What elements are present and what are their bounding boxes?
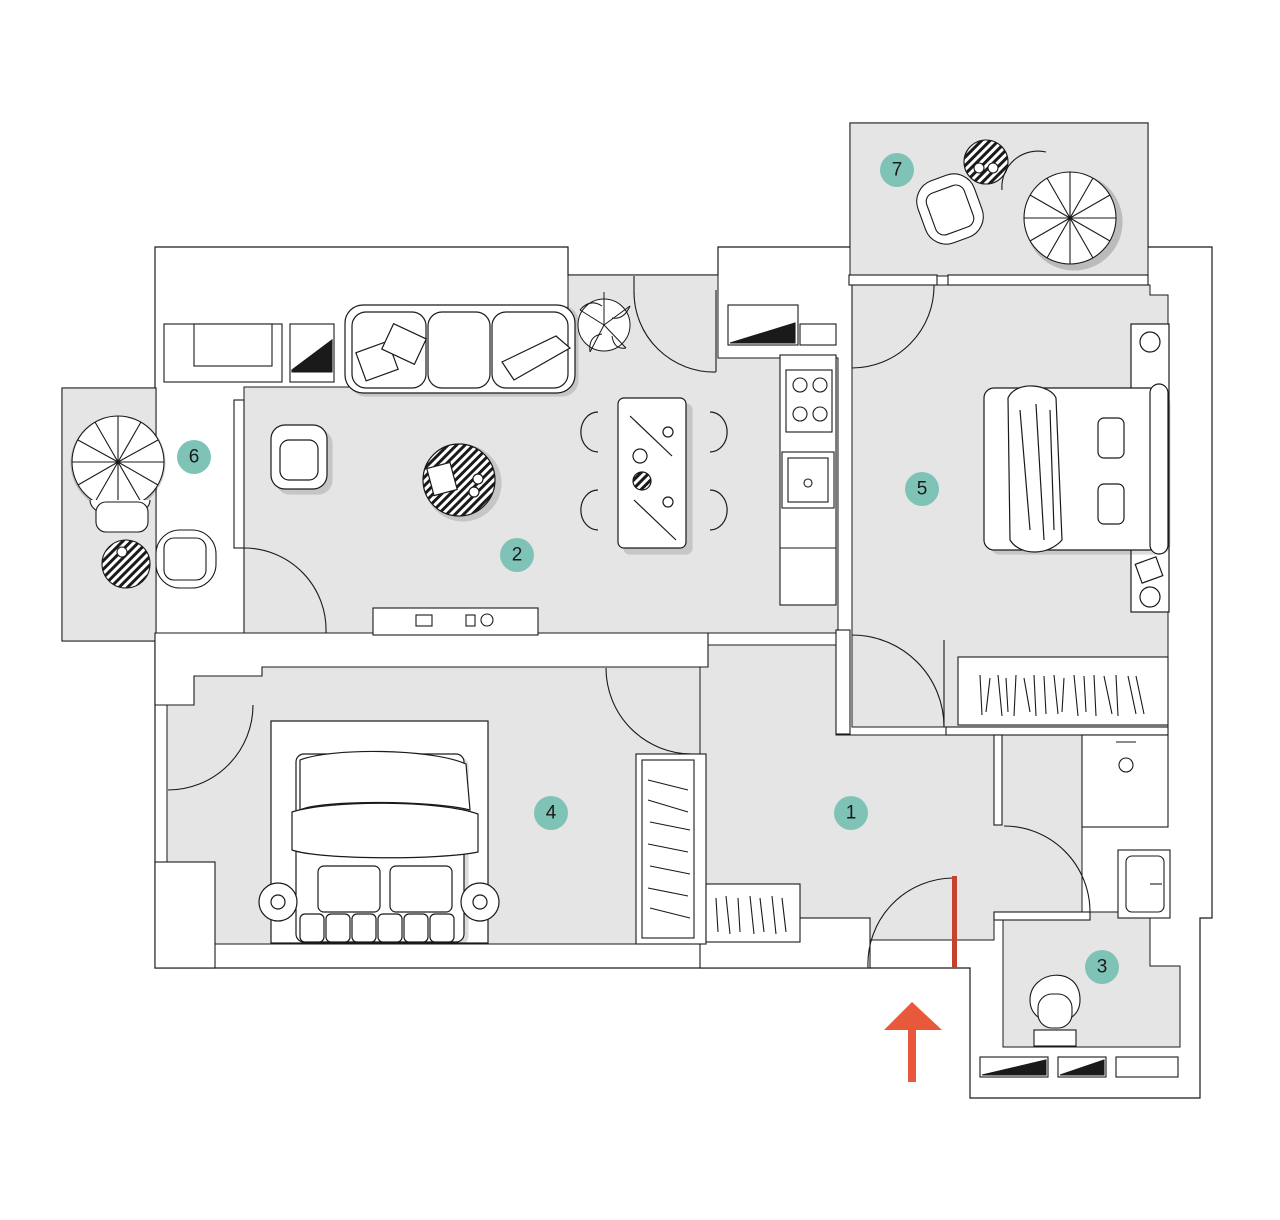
room-5-marker: 5 <box>905 472 939 506</box>
tv-desk <box>163 323 335 383</box>
umbrella-icon <box>1023 171 1117 265</box>
bedroom-4-furniture <box>258 720 500 945</box>
sink-icon <box>781 451 835 509</box>
bed-icon <box>291 750 479 945</box>
balcony-7-furniture <box>916 139 1123 271</box>
room-7-marker: 7 <box>880 153 914 187</box>
balcony-6-furniture <box>70 415 217 589</box>
wardrobe-5 <box>957 656 1169 726</box>
coffee-table-icon <box>422 443 502 522</box>
room-1-marker: 1 <box>834 796 868 830</box>
wardrobe-4 <box>635 753 801 945</box>
toilet-icon <box>1029 974 1081 1047</box>
room-6-marker: 6 <box>177 440 211 474</box>
umbrella-icon <box>71 415 165 509</box>
arrow-up-icon <box>884 1002 942 1082</box>
room-6-label: 6 <box>189 447 200 468</box>
stove-icon <box>785 369 833 433</box>
room-5-label: 5 <box>917 479 928 500</box>
room-2-label: 2 <box>512 545 523 566</box>
room-3-label: 3 <box>1097 957 1108 978</box>
bed-icon <box>983 383 1171 555</box>
tv-console <box>372 607 539 636</box>
sink-icon <box>1117 849 1171 919</box>
armchair-icon <box>270 424 333 495</box>
room-1-label: 1 <box>846 803 857 824</box>
room-4-marker: 4 <box>534 796 568 830</box>
room-3-marker: 3 <box>1085 950 1119 984</box>
room-4-label: 4 <box>546 803 557 824</box>
bedroom-5-furniture <box>983 323 1171 613</box>
kitchen-counter <box>727 304 837 606</box>
room-2-marker: 2 <box>500 538 534 572</box>
sofa-icon <box>344 304 579 397</box>
plant-icon <box>577 292 631 353</box>
room-7-label: 7 <box>892 160 903 181</box>
bathroom-fixtures <box>979 734 1179 1078</box>
entrance-door[interactable] <box>952 876 957 968</box>
dining-table-icon <box>580 397 728 555</box>
